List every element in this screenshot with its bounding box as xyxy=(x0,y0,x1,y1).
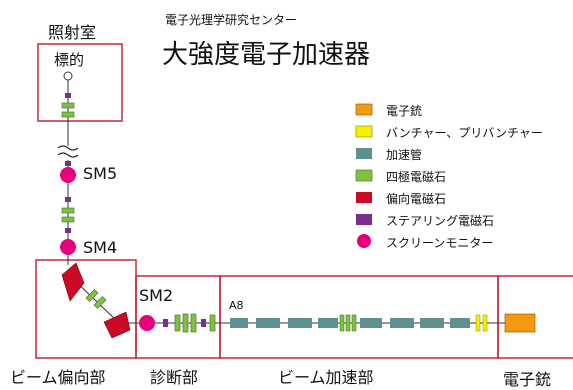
buncher xyxy=(482,314,488,332)
accelerating-tube xyxy=(390,318,414,328)
quad-magnet xyxy=(61,216,75,223)
accelerating-tube xyxy=(318,318,338,328)
section-gun-label: 電子銃 xyxy=(503,370,552,389)
legend-swatch-tube xyxy=(356,148,372,159)
quad-magnet xyxy=(351,314,357,332)
a8-label: A8 xyxy=(229,299,244,312)
deflection-section-box xyxy=(35,259,137,359)
quad-magnet xyxy=(182,313,189,333)
legend-swatch-steering xyxy=(356,214,372,225)
quad-magnet xyxy=(93,296,107,309)
page-title: 大強度電子加速器 xyxy=(162,40,371,70)
steering-magnet xyxy=(65,197,71,202)
accelerating-tube xyxy=(256,318,280,328)
target-label: 標的 xyxy=(54,51,85,69)
quad-magnet xyxy=(190,313,197,333)
buncher xyxy=(475,314,481,332)
accelerating-tube xyxy=(360,318,382,328)
acceleration-section-box xyxy=(219,275,499,359)
irradiation-room-label: 照射室 xyxy=(48,23,97,42)
steering-magnet xyxy=(163,319,168,327)
legend-swatch-buncher xyxy=(355,125,373,138)
accelerating-tube xyxy=(420,318,444,328)
legend-label-steering: ステアリング電磁石 xyxy=(386,214,495,228)
dipole-magnet-upper xyxy=(61,262,85,302)
irradiation-room-box xyxy=(37,43,123,122)
org-name: 電子光理学研究センター xyxy=(165,13,298,27)
quad-magnet xyxy=(61,207,75,214)
gun-section-box xyxy=(497,275,573,359)
legend-label-monitor: スクリーンモニター xyxy=(386,236,494,250)
legend-label-gun: 電子銃 xyxy=(386,104,423,118)
section-deflection-label: ビーム偏向部 xyxy=(10,368,106,387)
screen-monitor-sm2 xyxy=(139,315,155,331)
quad-magnet xyxy=(345,314,351,332)
section-acceleration-label: ビーム加速部 xyxy=(278,368,374,387)
sm4-label: SM4 xyxy=(83,238,118,257)
legend-swatch-gun xyxy=(355,103,373,116)
screen-monitor-sm5 xyxy=(60,167,76,183)
quad-magnet xyxy=(174,314,181,332)
steering-magnet xyxy=(201,319,206,327)
quad-magnet xyxy=(61,102,75,109)
quad-magnet xyxy=(61,111,75,118)
target-icon xyxy=(63,71,73,81)
sm5-label: SM5 xyxy=(83,164,118,183)
beamline-break-mark xyxy=(57,145,79,151)
quad-magnet xyxy=(209,314,216,332)
section-diagnostics-label: 診断部 xyxy=(150,368,199,387)
steering-magnet xyxy=(65,93,71,98)
legend-swatch-quad xyxy=(355,169,373,182)
legend-label-buncher: バンチャー、プリバンチャー xyxy=(386,126,543,140)
screen-monitor-sm4 xyxy=(60,239,76,255)
quad-magnet xyxy=(339,314,345,332)
sm2-label: SM2 xyxy=(139,286,174,305)
accelerating-tube xyxy=(450,318,470,328)
legend-swatch-dipole xyxy=(356,192,372,203)
legend-swatch-monitor xyxy=(357,234,371,248)
accelerating-tube xyxy=(230,318,248,328)
legend-label-tube: 加速管 xyxy=(386,148,423,162)
beamline-break-mark xyxy=(57,152,79,158)
legend-label-quad: 四極電磁石 xyxy=(386,170,447,184)
accelerating-tube xyxy=(288,318,312,328)
electron-gun xyxy=(504,313,536,333)
legend-label-dipole: 偏向電磁石 xyxy=(386,192,447,206)
steering-magnet xyxy=(65,161,71,166)
dipole-magnet-lower xyxy=(103,311,131,339)
quad-magnet xyxy=(85,289,99,302)
steering-magnet xyxy=(65,228,71,233)
